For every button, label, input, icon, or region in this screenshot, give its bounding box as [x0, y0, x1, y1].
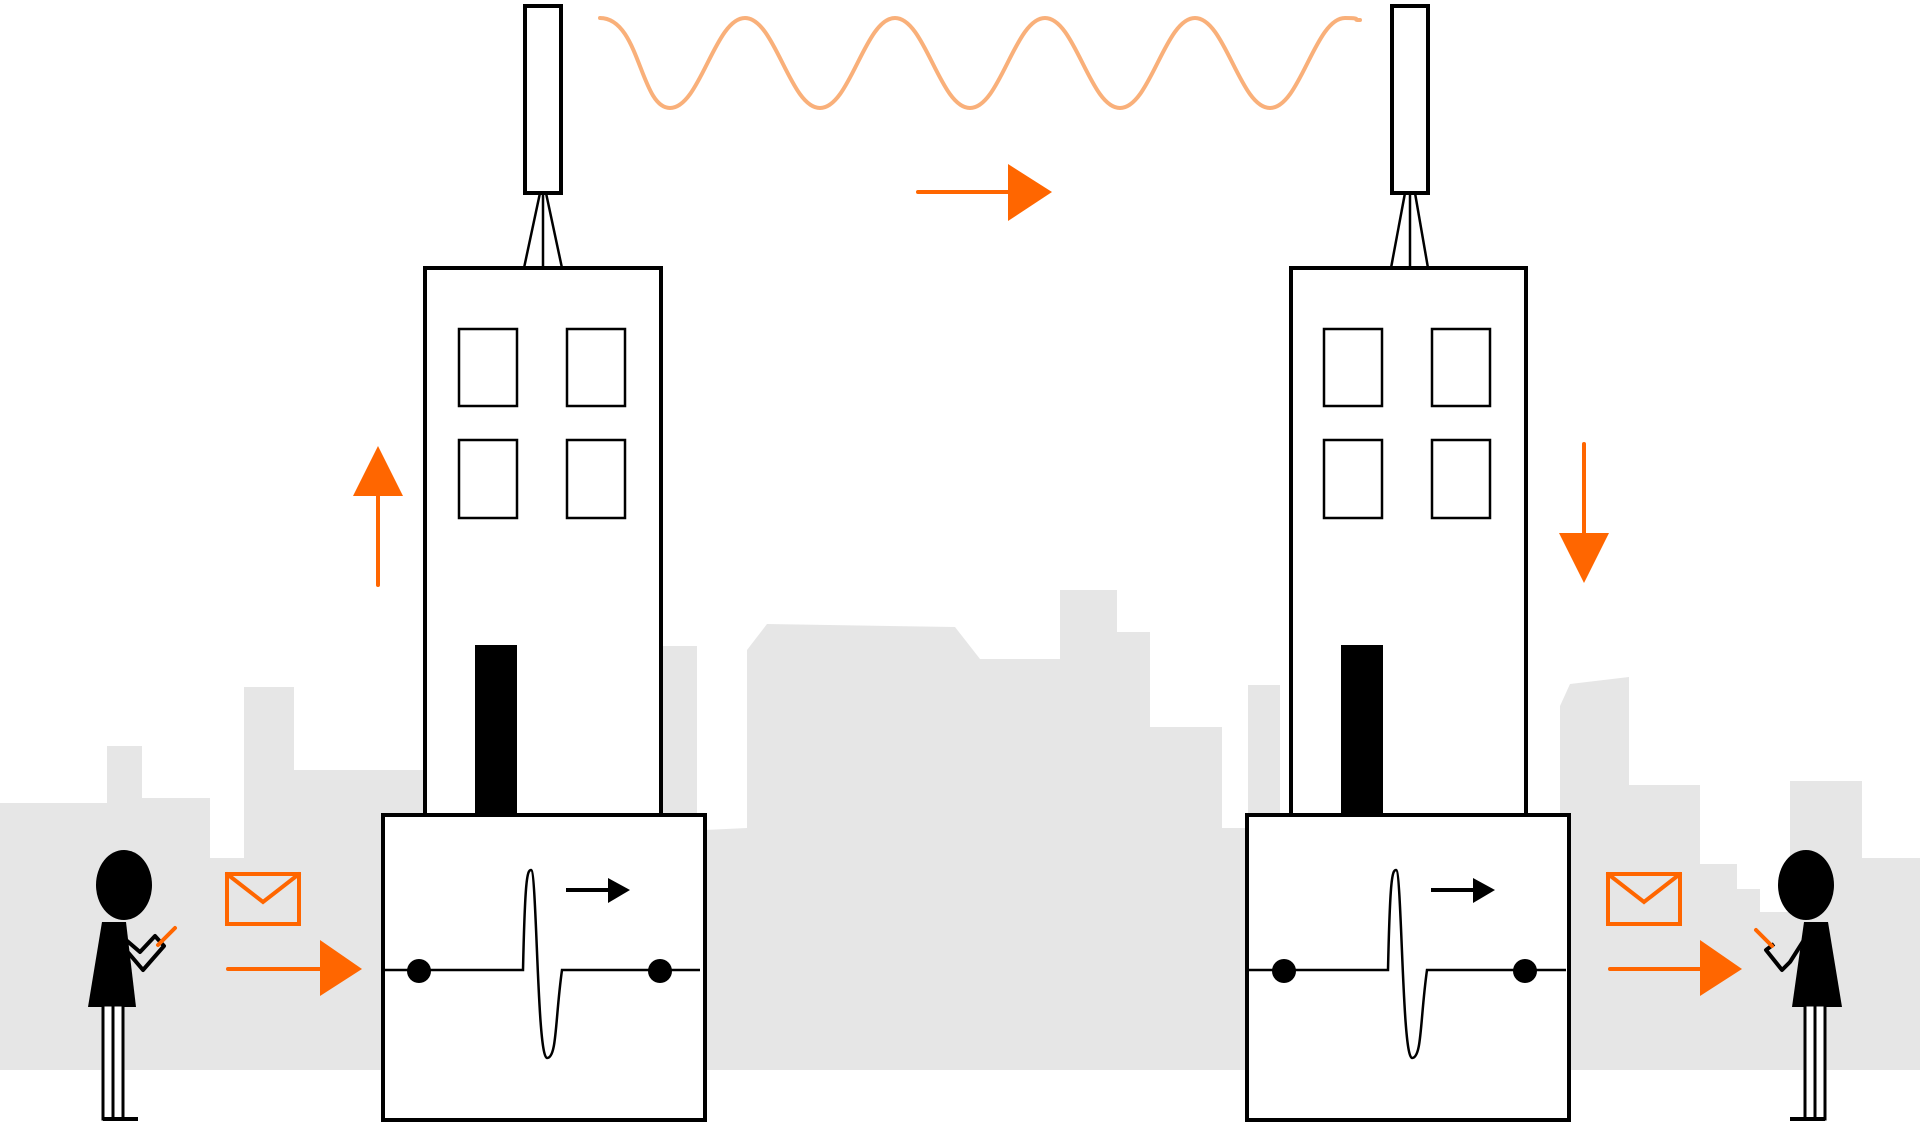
city-silhouette: [0, 687, 425, 1070]
pulse-direction-arrow: [1431, 878, 1495, 903]
output-arrow: [1608, 940, 1742, 996]
person-with-phone-icon: [1754, 928, 1774, 948]
window: [1430, 438, 1492, 520]
radio-wave-icon: [598, 15, 1362, 111]
person-head: [96, 850, 152, 920]
door: [1341, 645, 1383, 816]
signal-pulse: [383, 868, 700, 1060]
person-body: [88, 922, 136, 1007]
city-skyline: [0, 590, 1920, 1070]
window: [1322, 327, 1384, 408]
envelope-icon: [1606, 872, 1682, 926]
person-with-phone-icon: [156, 926, 177, 947]
circuit-node: [648, 959, 672, 983]
transmitting-station: [381, 4, 707, 1122]
uplink-arrow: [353, 446, 403, 587]
circuit-node: [1272, 959, 1296, 983]
antenna-support: [1389, 192, 1430, 269]
sender-person: [88, 850, 177, 1121]
receiving-station: [1245, 4, 1571, 1122]
window: [565, 438, 627, 520]
pulse-direction-arrow: [566, 878, 630, 903]
input-arrow: [226, 940, 362, 996]
window: [565, 327, 627, 408]
circuit-node: [1513, 959, 1537, 983]
city-silhouette-center: [705, 590, 1280, 1070]
window: [1430, 327, 1492, 408]
transmission-arrow: [916, 164, 1052, 221]
window: [1322, 438, 1384, 520]
window: [457, 438, 519, 520]
downlink-arrow: [1559, 442, 1609, 583]
circuit-node: [407, 959, 431, 983]
antenna-mast-icon: [1390, 4, 1430, 195]
receiver-person: [1754, 850, 1842, 1121]
antenna-mast-icon: [523, 4, 563, 195]
window: [457, 327, 519, 408]
person-head: [1778, 850, 1834, 920]
person-body: [1792, 922, 1842, 1007]
antenna-support: [522, 192, 564, 269]
signal-pulse: [1247, 868, 1566, 1060]
envelope-icon: [225, 872, 301, 926]
door: [475, 645, 517, 816]
